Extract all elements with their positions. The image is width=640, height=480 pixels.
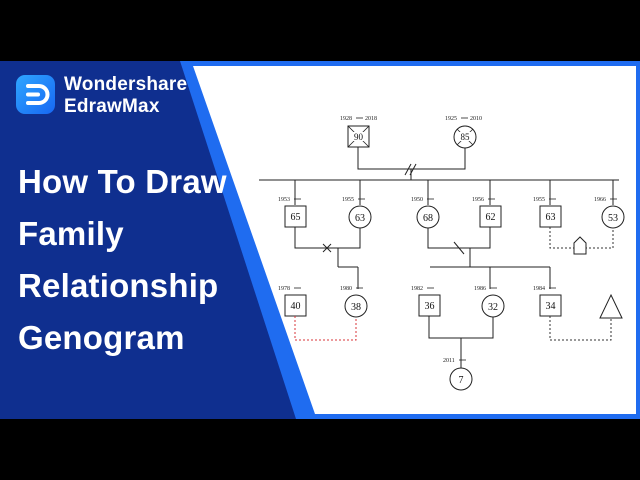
birth-year-label: 2011 — [443, 358, 455, 364]
title-line-2: Family — [18, 215, 124, 252]
canvas-background — [193, 66, 636, 414]
age-label: 53 — [608, 213, 618, 224]
brand-name: Wondershare EdrawMax — [64, 74, 187, 118]
gen3-couple-1-dotted-line — [294, 316, 357, 341]
gen3-couple-2-union — [428, 316, 494, 368]
genogram-canvas: 1928 2018 90 1925 2010 85 — [193, 66, 636, 414]
age-label: 34 — [546, 301, 556, 312]
video-title: How To Draw Family Relationship Genogram — [18, 156, 227, 364]
birth-year-label: 1956 — [472, 197, 484, 203]
birth-year-label: 1984 — [533, 286, 545, 292]
gen1-female-deceased: 1925 2010 85 — [445, 116, 482, 149]
birth-year-label: 1986 — [474, 286, 486, 292]
birth-year-label: 1955 — [342, 197, 354, 203]
gen3-person-5: 1984 34 — [533, 286, 562, 317]
gen3-person-2: 1980 38 — [340, 286, 368, 318]
gen1-marriage-line — [259, 147, 619, 205]
gen1-male-deceased: 1928 2018 90 — [340, 116, 377, 148]
gen2-person-6: 1966 53 — [594, 197, 625, 229]
death-year-label: 2018 — [365, 116, 377, 122]
birth-year-label: 1982 — [411, 286, 423, 292]
age-label: 62 — [486, 212, 496, 223]
birth-year-label: 1953 — [278, 197, 290, 203]
birth-year-label: 1978 — [278, 286, 290, 292]
birth-year-label: 1950 — [411, 197, 423, 203]
age-label: 63 — [355, 213, 365, 224]
edrawmax-logo-icon — [16, 75, 55, 114]
gen3-couple-3-dotted-line — [549, 316, 612, 341]
brand-line-2: EdrawMax — [64, 96, 160, 117]
age-label: 65 — [291, 212, 301, 223]
title-line-4: Genogram — [18, 319, 185, 356]
birth-year-label: 1955 — [533, 197, 545, 203]
age-label: 63 — [546, 212, 556, 223]
pregnancy-house-icon — [573, 236, 587, 255]
birth-year-label: 1966 — [594, 197, 606, 203]
birth-year-label: 1925 — [445, 116, 457, 122]
gen3-unknown-triangle — [599, 293, 623, 319]
gen2-couple-3-cohabitation — [549, 227, 614, 255]
title-line-1: How To Draw — [18, 163, 227, 200]
age-label: 32 — [488, 302, 498, 313]
age-label: 38 — [351, 302, 361, 313]
birth-year-label: 1980 — [340, 286, 352, 292]
gen2-person-3: 1950 68 — [411, 197, 440, 229]
gen2-person-1: 1953 65 — [278, 197, 307, 228]
gen4-child: 2011 7 — [443, 358, 473, 391]
age-label: 90 — [354, 132, 364, 142]
age-label: 68 — [423, 213, 433, 224]
death-year-label: 2010 — [470, 116, 482, 122]
birth-year-label: 1928 — [340, 116, 352, 122]
title-line-3: Relationship — [18, 267, 219, 304]
gen2-couple-1-union — [294, 227, 361, 289]
gen2-person-4: 1956 62 — [472, 197, 502, 228]
age-label: 85 — [461, 132, 471, 142]
thumbnail-stage: 1928 2018 90 1925 2010 85 — [0, 61, 640, 419]
age-label: 36 — [425, 301, 435, 312]
age-label: 7 — [459, 375, 464, 386]
age-label: 40 — [291, 301, 301, 312]
gen2-couple-2-union — [427, 227, 551, 289]
brand-line-1: Wondershare — [64, 74, 188, 95]
